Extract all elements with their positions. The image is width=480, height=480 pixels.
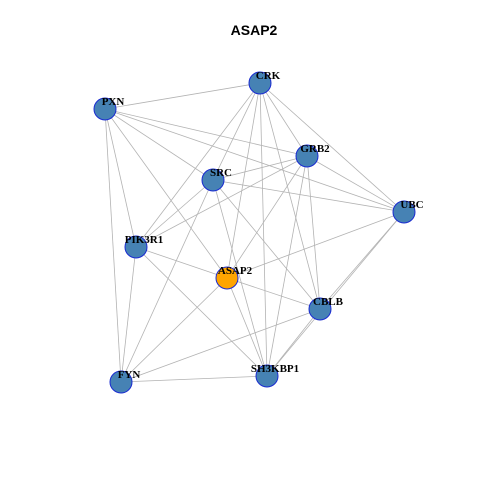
edge-pxn-pik3r1: [104, 108, 137, 248]
node-fyn: [109, 370, 133, 394]
node-label-pik3r1: PIK3R1: [125, 234, 164, 246]
edge-ubc-sh3kbp1: [266, 211, 405, 377]
edge-pxn-src: [104, 108, 214, 181]
edge-ubc-asap2: [226, 211, 405, 279]
edge-layer: [104, 82, 405, 383]
node-asap2: [215, 266, 239, 290]
edge-cblb-sh3kbp1: [266, 308, 321, 377]
edge-grb2-sh3kbp1: [266, 155, 308, 377]
edge-pxn-crk: [104, 82, 261, 110]
edge-grb2-pik3r1: [135, 155, 308, 248]
edge-crk-src: [212, 82, 261, 181]
edge-pxn-grb2: [104, 108, 308, 157]
node-label-fyn: FYN: [118, 369, 141, 381]
edge-crk-ubc: [259, 82, 405, 213]
edge-pxn-asap2: [104, 108, 228, 279]
node-label-sh3kbp1: SH3KBP1: [251, 363, 299, 375]
edge-src-pik3r1: [135, 179, 214, 248]
node-pik3r1: [124, 235, 148, 259]
node-label-pxn: PXN: [102, 96, 125, 108]
node-label-crk: CRK: [256, 70, 281, 82]
node-label-asap2: ASAP2: [218, 265, 253, 277]
edge-crk-cblb: [259, 82, 321, 310]
node-ubc: [392, 200, 416, 224]
edge-src-sh3kbp1: [212, 179, 268, 377]
edge-cblb-fyn: [120, 308, 321, 383]
edge-pik3r1-fyn: [120, 246, 137, 383]
edge-asap2-cblb: [226, 277, 321, 310]
edge-grb2-asap2: [226, 155, 308, 279]
node-grb2: [295, 144, 319, 168]
edge-pxn-fyn: [104, 108, 122, 383]
edge-asap2-fyn: [120, 277, 228, 383]
edge-crk-pik3r1: [135, 82, 261, 248]
edge-crk-asap2: [226, 82, 261, 279]
diagram-title: ASAP2: [231, 22, 278, 38]
node-sh3kbp1: [255, 364, 279, 388]
edge-pxn-ubc: [104, 108, 405, 213]
edge-asap2-sh3kbp1: [226, 277, 268, 377]
node-cblb: [308, 297, 332, 321]
edge-src-ubc: [212, 179, 405, 213]
node-src: [201, 168, 225, 192]
edge-sh3kbp1-fyn: [120, 375, 268, 383]
edge-crk-grb2: [259, 82, 308, 157]
edge-grb2-ubc: [306, 155, 405, 213]
node-label-src: SRC: [210, 167, 232, 179]
node-crk: [248, 71, 272, 95]
edge-src-fyn: [120, 179, 214, 383]
edge-grb2-src: [212, 155, 308, 181]
node-label-cblb: CBLB: [313, 296, 344, 308]
edge-crk-sh3kbp1: [259, 82, 268, 377]
edge-pik3r1-sh3kbp1: [135, 246, 268, 377]
node-label-grb2: GRB2: [300, 143, 330, 155]
edge-src-cblb: [212, 179, 321, 310]
edge-grb2-cblb: [306, 155, 321, 310]
node-label-ubc: UBC: [400, 199, 423, 211]
edge-pik3r1-asap2: [135, 246, 228, 279]
node-pxn: [93, 97, 117, 121]
